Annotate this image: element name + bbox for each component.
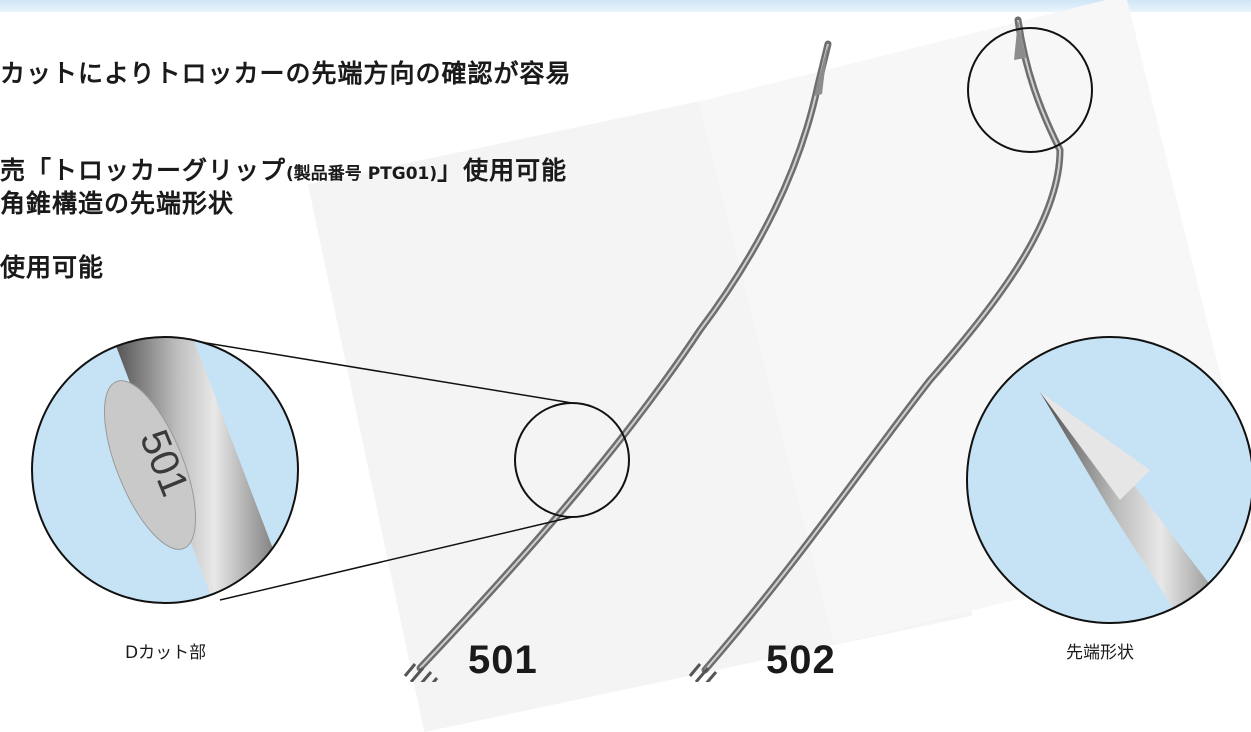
feature-item: 角錐構造の先端形状: [0, 189, 235, 218]
header-band: [0, 0, 1251, 12]
dcut-caption: Dカット部: [125, 643, 207, 663]
connector-line: [169, 336, 573, 404]
connector-line: [219, 516, 573, 601]
dcut-zoom: 501: [31, 336, 299, 604]
feature-list: カットによりトロッカーの先端方向の確認が容易 売「トロッカーグリップ(製品番号 …: [0, 0, 760, 300]
tip-zoom: [966, 336, 1251, 624]
model-number-501: 501: [468, 638, 538, 682]
feature-item: 売「トロッカーグリップ(製品番号 PTG01)」使用可能: [0, 156, 568, 185]
trocar-502: [688, 16, 1064, 682]
trocar-501: [403, 40, 832, 682]
tip-highlight-circle: [967, 27, 1093, 153]
product-number-note: (製品番号 PTG01): [286, 164, 438, 184]
tip-caption: 先端形状: [1066, 643, 1134, 663]
feature-item: カットによりトロッカーの先端方向の確認が容易: [0, 59, 572, 88]
feature-item: 使用可能: [0, 253, 105, 282]
model-number-502: 502: [766, 638, 836, 682]
product-illustration: 501: [31, 16, 1251, 682]
